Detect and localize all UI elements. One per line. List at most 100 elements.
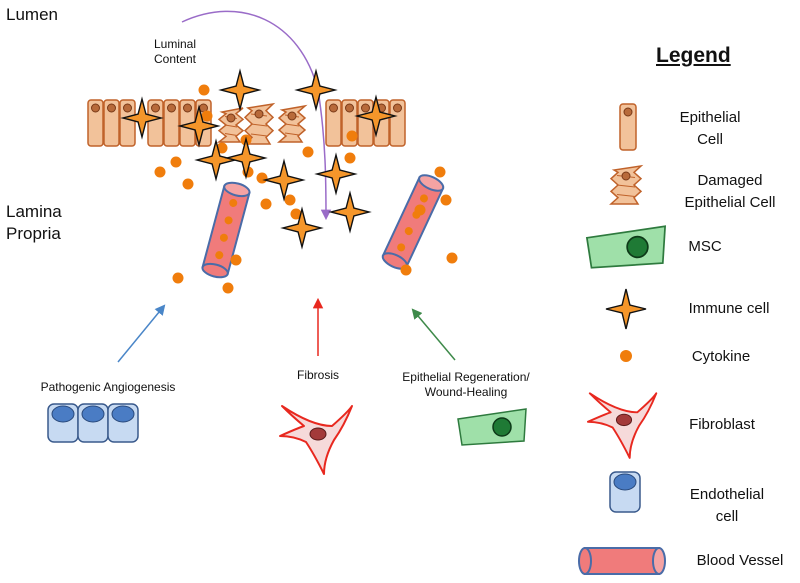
lamina-propria-label: Lamina Propria xyxy=(6,201,62,245)
epithelial-cell-icon xyxy=(619,103,637,151)
endothelial-cell xyxy=(107,403,139,443)
cytokine xyxy=(216,142,228,154)
regeneration-line1: Epithelial Regeneration/ xyxy=(402,370,530,384)
fibroblast-cell xyxy=(279,405,353,475)
cytokine xyxy=(346,130,358,142)
damaged-epithelial-cell xyxy=(609,164,644,205)
cytokine xyxy=(434,166,446,178)
endothelial-cell-row xyxy=(47,403,139,443)
regeneration-label: Epithelial Regeneration/ Wound-Healing xyxy=(386,370,546,400)
epithelial-cell xyxy=(163,99,180,147)
legend-text: Fibroblast xyxy=(689,416,755,433)
epithelial-cell xyxy=(147,99,164,147)
endothelial-cell-icon xyxy=(609,471,641,513)
cytokine xyxy=(302,146,314,158)
epithelial-cell xyxy=(389,99,406,147)
cytokine xyxy=(198,84,210,96)
legend-text: Cytokine xyxy=(691,348,751,365)
regeneration-line2: Wound-Healing xyxy=(424,385,508,399)
cytokine xyxy=(260,198,272,210)
endothelial-cell xyxy=(47,403,79,443)
legend-icons xyxy=(578,103,667,575)
damaged-epithelium xyxy=(216,102,308,145)
angiogenesis-arrow xyxy=(117,304,166,363)
immune-cell xyxy=(294,68,338,112)
legend-label-damaged-epithelial-cell: Damaged Epithelial Cell xyxy=(662,170,798,214)
immune-cell-group xyxy=(120,68,398,250)
damaged-epithelial-cell-icon xyxy=(609,164,644,205)
legend-text: Blood Vessel xyxy=(696,552,784,569)
cytokine xyxy=(344,152,356,164)
regeneration-arrow xyxy=(411,308,456,361)
cytokine xyxy=(284,194,296,206)
msc-icon xyxy=(585,225,667,269)
angiogenesis-label: Pathogenic Angiogenesis xyxy=(40,380,176,394)
immune-cell xyxy=(194,138,238,182)
endothelial-cell xyxy=(77,403,109,443)
legend-text: Cell xyxy=(697,131,723,148)
immune-cell xyxy=(262,158,306,202)
blood-vessel-right xyxy=(381,174,445,270)
legend-label-cytokine: Cytokine xyxy=(676,346,766,368)
immune-cell xyxy=(218,68,262,112)
immune-cell xyxy=(120,96,164,140)
epithelial-cell xyxy=(357,99,374,147)
fibroblast-icon xyxy=(586,392,658,459)
epithelial-cell xyxy=(103,99,120,147)
cytokine-icon xyxy=(620,350,632,362)
cytokine xyxy=(446,252,458,264)
lamina-propria-line2: Propria xyxy=(6,224,61,243)
cytokine xyxy=(256,172,268,184)
msc-cell xyxy=(457,408,527,446)
endothelial-cell xyxy=(609,471,641,513)
legend-text: Endothelial xyxy=(689,486,765,503)
legend-label-msc: MSC xyxy=(680,236,730,258)
damaged-epithelial-cell xyxy=(276,104,308,143)
blood-vessel-left xyxy=(201,181,251,279)
legend-text: Damaged xyxy=(697,172,763,189)
immune-cell xyxy=(354,94,398,138)
fibrosis-label: Fibrosis xyxy=(296,368,339,382)
damaged-epithelial-cell xyxy=(243,102,276,145)
cytokine xyxy=(222,282,234,294)
epithelial-cell xyxy=(619,103,637,151)
epithelial-cell xyxy=(87,99,104,147)
cytokine xyxy=(290,208,302,220)
immune-cell xyxy=(177,104,221,148)
immune-cell xyxy=(328,190,372,234)
cytokine xyxy=(230,254,242,266)
cytokine xyxy=(400,264,412,276)
legend-text: cell xyxy=(715,508,739,525)
legend-label-fibroblast: Fibroblast xyxy=(672,414,772,436)
immune-cell xyxy=(224,136,268,180)
epithelial-cell xyxy=(119,99,136,147)
cytokine xyxy=(172,272,184,284)
legend-label-endothelial-cell: Endothelial cell xyxy=(672,484,782,528)
legend-label-blood-vessel: Blood Vessel xyxy=(682,550,798,572)
legend-text: Immune cell xyxy=(688,300,770,317)
lumen-label: Lumen xyxy=(6,5,58,24)
cytokine xyxy=(182,178,194,190)
cytokine-group xyxy=(154,84,458,294)
cytokine xyxy=(414,204,426,216)
luminal-content-line2: Content xyxy=(153,52,197,66)
blood-vessel-icon xyxy=(578,547,666,575)
cytokine xyxy=(201,110,213,122)
legend-text: MSC xyxy=(688,238,722,255)
cytokine xyxy=(154,166,166,178)
luminal-content-label: Luminal Content xyxy=(142,37,208,67)
legend-text: Epithelial xyxy=(679,109,741,126)
immune-cell-icon xyxy=(605,288,647,330)
cytokine xyxy=(170,156,182,168)
damaged-epithelial-cell xyxy=(216,107,245,143)
legend-label-immune-cell: Immune cell xyxy=(670,298,788,320)
legend-label-epithelial-cell: Epithelial Cell xyxy=(660,107,760,151)
cytokine xyxy=(440,194,452,206)
immune-cell xyxy=(280,206,324,250)
luminal-content-line1: Luminal xyxy=(153,37,197,51)
lamina-propria-line1: Lamina xyxy=(6,202,62,221)
epithelial-cell xyxy=(325,99,342,147)
legend-text: Epithelial Cell xyxy=(684,194,776,211)
immune-cell xyxy=(314,152,358,196)
